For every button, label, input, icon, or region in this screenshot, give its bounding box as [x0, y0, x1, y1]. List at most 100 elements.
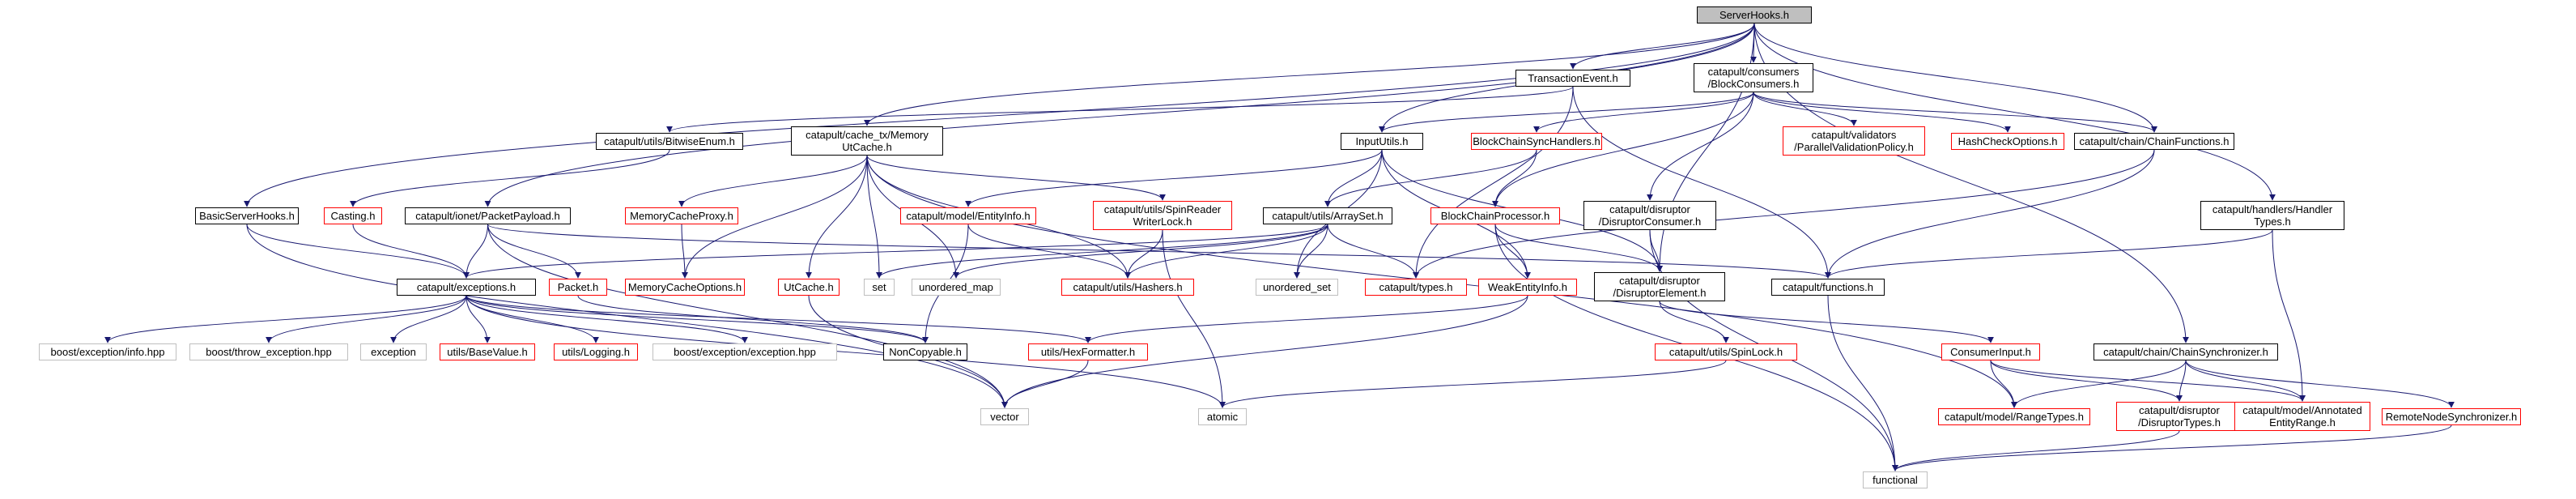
edge-blockchainprocessor-to-weakentityinfo: [1494, 224, 1531, 279]
node-boost-throw: boost/throw_exception.hpp: [189, 343, 348, 360]
node-entityinfo[interactable]: catapult/model/EntityInfo.h: [900, 207, 1036, 224]
node-label-line: WeakEntityInfo.h: [1487, 281, 1568, 293]
node-spinlock[interactable]: catapult/utils/SpinLock.h: [1655, 343, 1797, 360]
node-hashcheckoptions[interactable]: HashCheckOptions.h: [1951, 133, 2064, 150]
node-chainsynchronizer[interactable]: catapult/chain/ChainSynchronizer.h: [2094, 343, 2278, 360]
edge-exceptions-to-basevalue: [465, 295, 491, 343]
node-label-line: catapult/consumers: [1707, 66, 1800, 78]
edge-blockchainsynchandlers-to-blockchainprocessor: [1492, 149, 1537, 207]
edge-arrayset-to-exceptions: [463, 224, 1328, 279]
node-memorycacheproxy[interactable]: MemoryCacheProxy.h: [625, 207, 738, 224]
node-utcache[interactable]: UtCache.h: [778, 279, 840, 296]
node-basicserverhooks[interactable]: BasicServerHooks.h: [195, 207, 299, 224]
node-noncopyable[interactable]: NonCopyable.h: [883, 343, 967, 360]
node-label-line: catapult/model/RangeTypes.h: [1945, 411, 2084, 423]
edge-disruptortypes-to-functional: [1892, 430, 2180, 471]
node-label-line: catapult/ionet/PacketPayload.h: [415, 210, 560, 222]
node-functions[interactable]: catapult/functions.h: [1771, 279, 1885, 296]
node-label-line: HashCheckOptions.h: [1958, 135, 2058, 147]
node-remotenodesynchronizer[interactable]: RemoteNodeSynchronizer.h: [2382, 408, 2521, 425]
node-label-line: utils/HexFormatter.h: [1040, 346, 1136, 358]
node-blockconsumers[interactable]: catapult/consumers/BlockConsumers.h: [1694, 63, 1813, 92]
node-label-line: catapult/disruptor: [2139, 404, 2220, 416]
edge-transactionevent-to-functions: [1572, 86, 1831, 279]
node-label-line: TransactionEvent.h: [1528, 72, 1618, 84]
edge-packet-to-noncopyable: [577, 295, 929, 343]
node-bitwiseenum[interactable]: catapult/utils/BitwiseEnum.h: [596, 133, 743, 150]
edge-utcache_memory-to-memorycacheoptions: [682, 155, 868, 279]
edge-serverhooks-to-packetpayload: [484, 23, 1755, 207]
node-disruptortypes[interactable]: catapult/disruptor/DisruptorTypes.h: [2116, 402, 2242, 431]
edge-inpututils-to-arrayset: [1324, 149, 1383, 207]
node-label-line: catapult/model/EntityInfo.h: [906, 210, 1031, 222]
node-label-line: catapult/utils/SpinReader: [1103, 203, 1222, 215]
node-blockchainsynchandlers[interactable]: BlockChainSyncHandlers.h: [1471, 133, 1602, 150]
node-casting[interactable]: Casting.h: [324, 207, 382, 224]
edge-blockconsumers-to-inpututils: [1379, 92, 1754, 133]
node-label-line: UtCache.h: [784, 281, 834, 293]
edge-basicserverhooks-to-exceptions: [246, 224, 470, 279]
node-label-line: /BlockConsumers.h: [1707, 78, 1800, 90]
edge-memorycacheproxy-to-memorycacheoptions: [681, 224, 688, 279]
node-rangetypes[interactable]: catapult/model/RangeTypes.h: [1938, 408, 2090, 425]
node-parallelvalidation[interactable]: catapult/validators/ParallelValidationPo…: [1783, 126, 1925, 156]
edge-consumerinput-to-rangetypes: [1990, 360, 2017, 408]
node-hexformatter[interactable]: utils/HexFormatter.h: [1028, 343, 1148, 360]
node-transactionevent[interactable]: TransactionEvent.h: [1515, 70, 1630, 87]
node-packetpayload[interactable]: catapult/ionet/PacketPayload.h: [405, 207, 571, 224]
node-label-line: UtCache.h: [842, 141, 892, 153]
edge-blockconsumers-to-blockchainprocessor: [1492, 92, 1754, 207]
node-weakentityinfo[interactable]: WeakEntityInfo.h: [1478, 279, 1577, 296]
node-label-line: set: [872, 281, 886, 293]
edge-arrayset-to-unordered_set: [1294, 224, 1328, 279]
node-exception: exception: [360, 343, 427, 360]
node-boost-exception: boost/exception/exception.hpp: [653, 343, 837, 360]
node-label-line: /DisruptorElement.h: [1613, 287, 1707, 299]
edge-hexformatter-to-vector: [1001, 360, 1089, 408]
node-chainfunctions[interactable]: catapult/chain/ChainFunctions.h: [2074, 133, 2234, 150]
edge-serverhooks-to-handlertypes: [1753, 23, 2276, 201]
node-label-line: catapult/disruptor: [1609, 203, 1690, 215]
node-label-line: InputUtils.h: [1355, 135, 1409, 147]
node-vector: vector: [980, 408, 1029, 425]
node-blockchainprocessor[interactable]: BlockChainProcessor.h: [1430, 207, 1560, 224]
edge-weakentityinfo-to-vector: [1001, 295, 1528, 408]
node-memorycacheoptions[interactable]: MemoryCacheOptions.h: [625, 279, 745, 296]
edge-spinlock-to-atomic: [1219, 360, 1727, 408]
edge-handlertypes-to-functions: [1825, 229, 2273, 279]
edge-utcache_memory-to-set: [866, 155, 882, 279]
node-arrayset[interactable]: catapult/utils/ArraySet.h: [1263, 207, 1392, 224]
edge-serverhooks-to-chainfunctions: [1753, 23, 2157, 133]
node-label-line: catapult/chain/ChainFunctions.h: [2079, 135, 2230, 147]
node-label-line: BlockChainProcessor.h: [1440, 210, 1550, 222]
node-logging[interactable]: utils/Logging.h: [554, 343, 638, 360]
node-types[interactable]: catapult/types.h: [1365, 279, 1467, 296]
edge-serverhooks-to-utcache_memory: [864, 23, 1755, 126]
edge-utcache_memory-to-memorycacheproxy: [678, 155, 868, 207]
node-disruptorelement[interactable]: catapult/disruptor/DisruptorElement.h: [1594, 272, 1725, 301]
edge-transactionevent-to-bitwiseenum: [666, 86, 1574, 133]
node-atomic: atomic: [1198, 408, 1247, 425]
node-label-line: catapult/utils/Hashers.h: [1073, 281, 1183, 293]
node-disruptorconsumer[interactable]: catapult/disruptor/DisruptorConsumer.h: [1583, 201, 1716, 230]
edge-arrayset-to-set: [876, 224, 1328, 279]
node-label-line: Packet.h: [557, 281, 599, 293]
node-hashers[interactable]: catapult/utils/Hashers.h: [1061, 279, 1194, 296]
node-basevalue[interactable]: utils/BaseValue.h: [440, 343, 535, 360]
edge-chainsynchronizer-to-rangetypes: [2011, 360, 2187, 408]
edge-packetpayload-to-exceptions: [463, 224, 488, 279]
node-label-line: boost/exception/exception.hpp: [674, 346, 816, 358]
node-exceptions[interactable]: catapult/exceptions.h: [397, 279, 536, 296]
edge-serverhooks-to-basicserverhooks: [244, 23, 1755, 207]
node-label-line: catapult/utils/BitwiseEnum.h: [604, 135, 735, 147]
node-inpututils[interactable]: InputUtils.h: [1341, 133, 1423, 150]
node-label-line: catapult/disruptor: [1619, 275, 1700, 287]
edge-blockconsumers-to-chainfunctions: [1753, 92, 2157, 133]
node-consumerinput[interactable]: ConsumerInput.h: [1941, 343, 2040, 360]
node-packet[interactable]: Packet.h: [549, 279, 607, 296]
